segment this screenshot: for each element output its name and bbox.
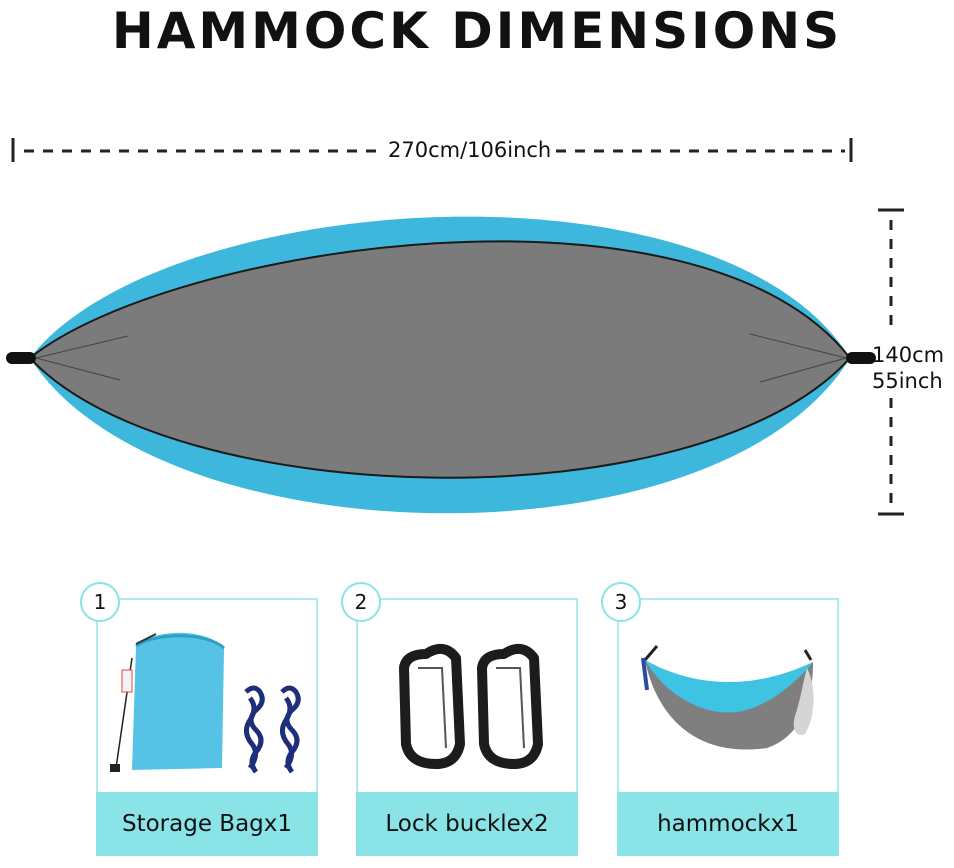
hammock-image — [641, 645, 814, 750]
item-number-badge-3: 3 — [601, 582, 641, 622]
page-title: HAMMOCK DIMENSIONS — [111, 2, 843, 60]
carabiner-image — [399, 643, 543, 769]
storage-bag-image — [110, 632, 301, 774]
hammock-card: hammockx1 — [617, 598, 839, 856]
lock-buckle-caption: Lock bucklex2 — [356, 792, 578, 856]
width-dimension-label: 270cm/106inch — [384, 138, 556, 162]
left-end-cap — [6, 352, 36, 364]
item-number-badge-1: 1 — [80, 582, 120, 622]
item-number-badge-2: 2 — [341, 582, 381, 622]
height-inch-label: 55inch — [872, 369, 943, 393]
hammock-dimension-diagram — [6, 138, 904, 516]
storage-bag-card: Storage Bagx1 — [96, 598, 318, 856]
right-end-cap — [846, 352, 876, 364]
lock-buckle-card: Lock bucklex2 — [356, 598, 578, 856]
hammock-caption: hammockx1 — [617, 792, 839, 856]
height-dimension-label: 140cm 55inch — [872, 342, 944, 394]
storage-bag-caption: Storage Bagx1 — [96, 792, 318, 856]
height-cm-label: 140cm — [872, 343, 945, 367]
